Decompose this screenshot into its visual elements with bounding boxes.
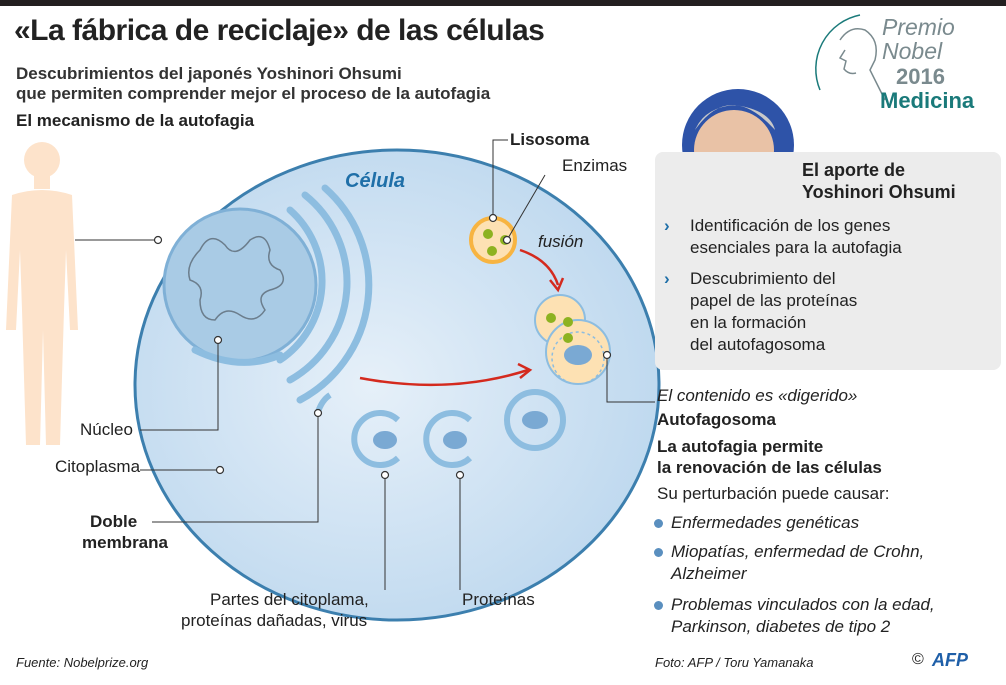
item-line: Enfermedades genéticas xyxy=(671,513,860,532)
afp-logo: AFP xyxy=(932,650,968,670)
cell-label: Célula xyxy=(345,170,406,192)
leader-lines xyxy=(75,139,655,590)
enzymes-label: Enzimas xyxy=(562,156,628,175)
nobel-medal-logo xyxy=(815,14,886,101)
bullet-icon xyxy=(654,519,663,528)
subtitle-line-1: Descubrimientos del japonés Yoshinori Oh… xyxy=(16,64,402,83)
bullet-icon xyxy=(654,601,663,610)
copyright-symbol: © xyxy=(912,651,924,668)
digested-label: El contenido es «digerido» xyxy=(657,386,858,405)
item-line: esenciales para la autofagia xyxy=(690,238,902,257)
renewal-item-3: Problemas vinculados con la edad, Parkin… xyxy=(654,594,935,638)
item-line: Identificación de los genes xyxy=(690,216,891,235)
section-title: El mecanismo de la autofagia xyxy=(16,111,255,130)
renewal-heading-2: la renovación de las células xyxy=(657,458,882,477)
item-line: Problemas vinculados con la edad, xyxy=(671,595,935,614)
photo-credit: Foto: AFP / Toru Yamanaka xyxy=(655,655,814,670)
human-silhouette xyxy=(6,142,78,445)
contribution-heading-1: El aporte de xyxy=(802,160,906,180)
renewal-item-2: Miopatías, enfermedad de Crohn, Alzheime… xyxy=(654,541,925,585)
nobel-year: 2016 xyxy=(896,64,945,89)
double-membrane-label-2: membrana xyxy=(82,533,168,552)
item-line: Parkinson, diabetes de tipo 2 xyxy=(671,617,891,636)
parts-label-2: proteínas dañadas, virus xyxy=(181,611,368,630)
fusion-arrow xyxy=(359,248,565,387)
lysosome-label: Lisosoma xyxy=(510,130,590,149)
autophagosome-label: Autofagosoma xyxy=(657,410,776,429)
bullet-icon xyxy=(654,548,663,557)
cytoplasm-label: Citoplasma xyxy=(55,457,141,476)
nucleus-label: Núcleo xyxy=(80,420,133,439)
endoplasmic-reticulum xyxy=(191,184,373,404)
contribution-item-2: › Descubrimiento del papel de las proteí… xyxy=(664,268,858,356)
item-line: Descubrimiento del xyxy=(690,269,836,288)
item-line: en la formación xyxy=(690,313,807,332)
item-line: papel de las proteínas xyxy=(690,291,858,310)
nobel-premio: Premio xyxy=(882,14,955,40)
contribution-panel xyxy=(655,152,1001,370)
renewal-item-1: Enfermedades genéticas xyxy=(654,512,860,534)
page-title: «La fábrica de reciclaje» de las células xyxy=(14,14,545,47)
proteins-label: Proteínas xyxy=(462,590,535,609)
item-line: Alzheimer xyxy=(671,564,747,583)
renewal-heading-1: La autofagia permite xyxy=(657,437,824,456)
contribution-heading-2: Yoshinori Ohsumi xyxy=(802,182,956,202)
nucleus xyxy=(162,207,318,363)
fusion-label: fusión xyxy=(538,232,584,251)
contribution-item-1: › Identificación de los genes esenciales… xyxy=(664,215,902,259)
source-credit: Fuente: Nobelprize.org xyxy=(16,655,149,670)
chevron-right-icon: › xyxy=(664,216,670,235)
chevron-right-icon: › xyxy=(664,269,670,288)
nobel-category: Medicina xyxy=(880,88,975,113)
double-membrane-label-1: Doble xyxy=(90,512,138,531)
parts-label-1: Partes del citoplama, xyxy=(210,590,369,609)
renewal-intro: Su perturbación puede causar: xyxy=(657,484,890,503)
subtitle-line-2: que permiten comprender mejor el proceso… xyxy=(16,84,491,103)
nobel-nobel: Nobel xyxy=(882,38,943,64)
item-line: Miopatías, enfermedad de Crohn, xyxy=(671,542,925,561)
autophagosome xyxy=(534,294,611,385)
top-bar xyxy=(0,0,1006,6)
item-line: del autofagosoma xyxy=(690,335,826,354)
